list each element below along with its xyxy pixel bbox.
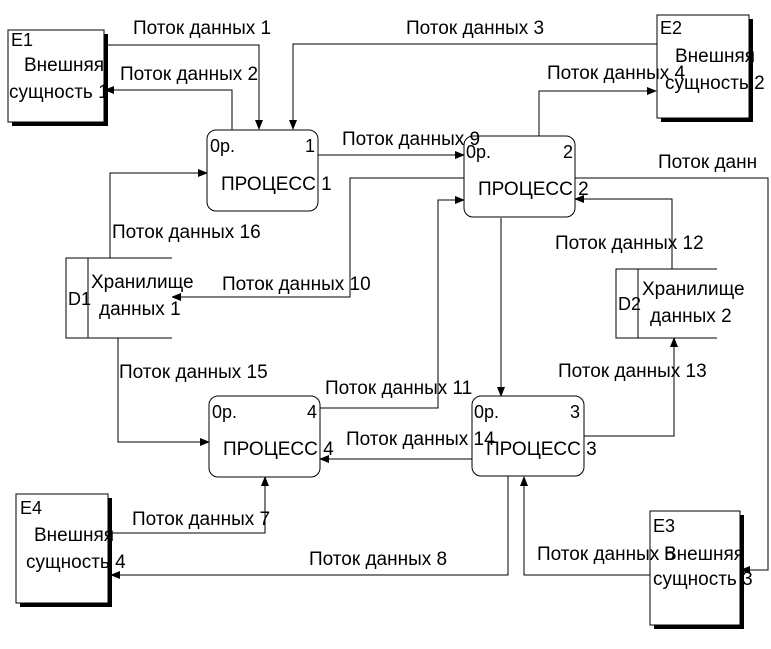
entity-name-line1: Внешняя [24,55,104,76]
flow-label-1: Поток данных 1 [133,18,271,39]
external-entity-e4[interactable]: E4 Внешняя сущность 4 [15,493,126,607]
process-number: 2 [563,142,573,162]
entity-name-line2: сущность 3 [653,569,753,590]
entity-name-line2: сущность 4 [26,552,126,573]
flow-line-16[interactable] [109,169,208,258]
flow-line-7[interactable] [110,476,269,534]
flow-label-7: Поток данных 7 [132,509,270,530]
flow-line-5[interactable] [520,476,650,576]
process-name: ПРОЦЕСС 2 [478,179,589,200]
external-entity-e3[interactable]: E3 Внешняя сущность 3 [649,510,753,629]
data-store-name-line1: Хранилище [642,279,745,300]
process-name: ПРОЦЕСС 4 [223,439,334,460]
flow-line-12[interactable] [574,195,673,269]
flow-line-3[interactable] [289,43,657,130]
entity-id: E1 [11,30,33,50]
entity-name-line1: Внешняя [675,46,755,67]
process-number: 3 [570,402,580,422]
data-store-d2[interactable]: D2 Хранилище данных 2 [615,268,745,339]
flow-label-16: Поток данных 16 [112,222,261,243]
flow-label-6: Поток данн [658,152,757,173]
flow-label-8: Поток данных 8 [309,549,447,570]
process-name: ПРОЦЕСС 1 [221,174,332,195]
flow-line-11[interactable] [320,196,465,409]
flow-line-10[interactable] [171,177,464,301]
process-prefix: 0р. [474,402,499,422]
process-1[interactable]: 0р. 1 ПРОЦЕСС 1 [206,129,332,212]
entity-name-line2: сущность 2 [665,73,765,94]
flow-line-1[interactable] [104,44,263,130]
flow-line-15[interactable] [117,338,210,446]
flow-line-13[interactable] [584,337,678,437]
process-prefix: 0р. [212,402,237,422]
flow-label-14: Поток данных 14 [346,429,495,450]
process-number: 4 [307,402,317,422]
flow-line-4[interactable] [538,87,657,136]
entity-id: E4 [20,498,42,518]
data-store-name-line1: Хранилище [91,272,194,293]
flow-line-6[interactable] [575,177,769,574]
flow-line-2[interactable] [104,86,233,130]
flow-line-8[interactable] [110,476,509,579]
process-prefix: 0р. [466,142,491,162]
flow-labels: Поток данных 1 Поток данных 2 Поток данн… [112,18,757,570]
process-3[interactable]: 0р. 3 ПРОЦЕСС 3 [471,395,597,477]
data-store-id: D2 [618,294,641,314]
data-store-name-line2: данных 2 [650,306,732,327]
flow-label-15: Поток данных 15 [119,362,268,383]
flow-lines [104,43,769,579]
data-store-d1[interactable]: D1 Хранилище данных 1 [65,257,194,339]
process-prefix: 0р. [210,136,235,156]
flow-label-3: Поток данных 3 [406,18,544,39]
process-4[interactable]: 0р. 4 ПРОЦЕСС 4 [208,395,334,478]
entity-id: E2 [660,18,682,38]
flow-label-11: Поток данных 11 [325,378,472,399]
flow-label-5: Поток данных 5 [537,544,675,565]
entity-name-line2: сущность 1 [9,82,109,103]
flow-label-13: Поток данных 13 [558,361,707,382]
flow-label-9: Поток данных 9 [342,129,480,150]
flow-label-4: Поток данных 4 [547,63,686,84]
flow-label-2: Поток данных 2 [120,64,258,85]
external-entity-e2[interactable]: E2 Внешняя сущность 2 [656,14,765,122]
process-name: ПРОЦЕСС 3 [486,439,597,460]
external-entity-e1[interactable]: E1 Внешняя сущность 1 [7,29,109,126]
entity-id: E3 [653,516,675,536]
flow-label-10: Поток данных 10 [222,274,371,295]
flow-label-12: Поток данных 12 [555,233,704,254]
entity-name-line1: Внешняя [34,525,114,546]
process-number: 1 [305,136,315,156]
process-2[interactable]: 0р. 2 ПРОЦЕСС 2 [463,135,589,218]
data-store-id: D1 [68,289,91,309]
entity-name-line1: Внешняя [664,544,744,565]
data-store-name-line2: данных 1 [99,299,181,320]
